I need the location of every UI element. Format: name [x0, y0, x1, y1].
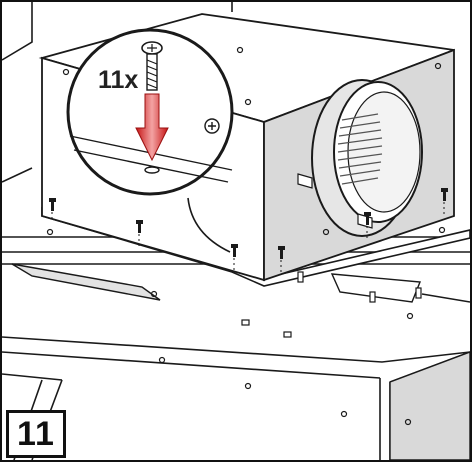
quantity-label: 11x [98, 66, 139, 94]
step-number-box: 11 [6, 410, 66, 458]
step-number: 11 [17, 415, 55, 453]
filter-slot [11, 263, 161, 301]
screw-icon [136, 220, 143, 233]
fan-blades [337, 113, 383, 185]
screw-icon [441, 188, 448, 201]
screw-icon [364, 212, 371, 225]
power-cable [187, 197, 231, 253]
screw-icon [141, 41, 163, 91]
duct-collar [297, 79, 423, 237]
screws [49, 188, 448, 259]
screw-icon [49, 198, 56, 211]
detail-magnifier [66, 28, 234, 196]
screw-icon [231, 244, 238, 257]
clips [241, 271, 422, 338]
right-slot [330, 273, 421, 303]
down-arrow-icon [135, 93, 169, 162]
screw-icon [278, 246, 285, 259]
screw-guides [51, 202, 445, 274]
holes [46, 46, 446, 426]
lower-side-panel [389, 351, 470, 460]
